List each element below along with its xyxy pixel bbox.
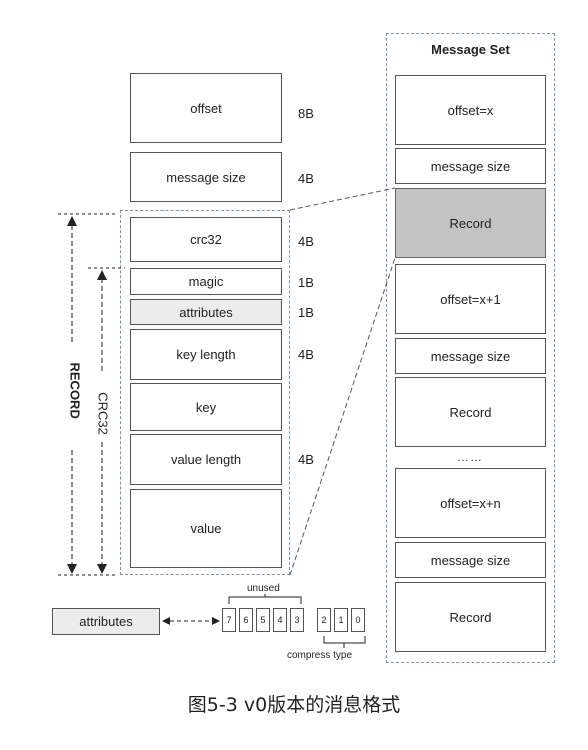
ms-ellipsis: ……	[457, 450, 483, 464]
attributes-field: attributes	[130, 299, 282, 325]
magic-field: magic	[130, 268, 282, 295]
ms-message-size-1-label: message size	[430, 158, 511, 174]
crc32-arrow-up	[97, 270, 107, 280]
attributes-arrow-right	[212, 617, 220, 625]
value-length-field-label: value length	[170, 452, 242, 467]
bit-4: 4	[273, 608, 287, 632]
ms-record-1: Record	[395, 188, 546, 258]
ms-offset-xn-label: offset=x+n	[440, 495, 501, 511]
offset-field-label: offset	[190, 100, 222, 116]
attributes-field-label: attributes	[179, 304, 233, 320]
message-size-field: message size	[130, 152, 282, 202]
crc32-arrow-down	[97, 564, 107, 574]
connector-bottom	[289, 257, 396, 576]
figure-caption: 图5-3 v0版本的消息格式	[187, 694, 401, 716]
attributes-detail-label: attributes	[79, 614, 133, 629]
message-set-title: Message Set	[431, 42, 510, 57]
ms-message-size-3-label: message size	[430, 552, 511, 568]
attributes-arrow-left	[162, 617, 170, 625]
key-length-size: 4B	[298, 347, 314, 362]
ms-record-2-label: Record	[449, 404, 492, 420]
value-length-size: 4B	[298, 452, 314, 467]
ms-record-2: Record	[395, 377, 546, 447]
ms-offset-x1: offset=x+1	[395, 264, 546, 334]
ms-offset-x: offset=x	[395, 75, 546, 145]
ms-message-size-2: message size	[395, 338, 546, 374]
ms-record-3: Record	[395, 582, 546, 652]
key-length-field-label: key length	[176, 347, 236, 362]
value-field: value	[130, 489, 282, 568]
key-length-field: key length	[130, 329, 282, 380]
record-frame	[120, 210, 290, 575]
ms-offset-x-label: offset=x	[447, 102, 494, 118]
compress-type-brace	[323, 636, 366, 644]
crc32-field-label: crc32	[190, 232, 222, 247]
ms-message-size-3: message size	[395, 542, 546, 578]
crc32-size: 4B	[298, 234, 314, 249]
ms-message-size-1: message size	[395, 148, 546, 184]
value-length-field: value length	[130, 434, 282, 485]
bit-3: 3	[290, 608, 304, 632]
message-size-field-label: message size	[166, 169, 246, 185]
ms-record-1-label: Record	[449, 215, 492, 231]
magic-field-label: magic	[188, 274, 224, 289]
ms-offset-xn: offset=x+n	[395, 468, 546, 538]
attributes-detail-box: attributes	[52, 608, 160, 635]
ms-message-size-2-label: message size	[430, 348, 511, 364]
magic-size: 1B	[298, 275, 314, 290]
unused-label: unused	[247, 583, 280, 594]
record-arrow-down	[67, 564, 77, 574]
offset-size: 8B	[298, 106, 314, 121]
record-arrow-up	[67, 216, 77, 226]
attributes-size: 1B	[298, 305, 314, 320]
offset-field: offset	[130, 73, 282, 143]
bit-5: 5	[256, 608, 270, 632]
bit-0: 0	[351, 608, 365, 632]
bit-6: 6	[239, 608, 253, 632]
connector-top	[289, 187, 396, 211]
bit-7: 7	[222, 608, 236, 632]
message-set-frame	[386, 33, 555, 663]
ms-offset-x1-label: offset=x+1	[440, 291, 501, 307]
ms-record-3-label: Record	[449, 609, 492, 625]
bit-2: 2	[317, 608, 331, 632]
message-size-size: 4B	[298, 171, 314, 186]
unused-brace	[228, 596, 302, 604]
key-field-label: key	[195, 399, 217, 415]
key-field: key	[130, 383, 282, 431]
compress-type-label: compress type	[287, 650, 353, 661]
bit-1: 1	[334, 608, 348, 632]
crc32-field: crc32	[130, 217, 282, 262]
value-field-label: value	[190, 521, 222, 536]
